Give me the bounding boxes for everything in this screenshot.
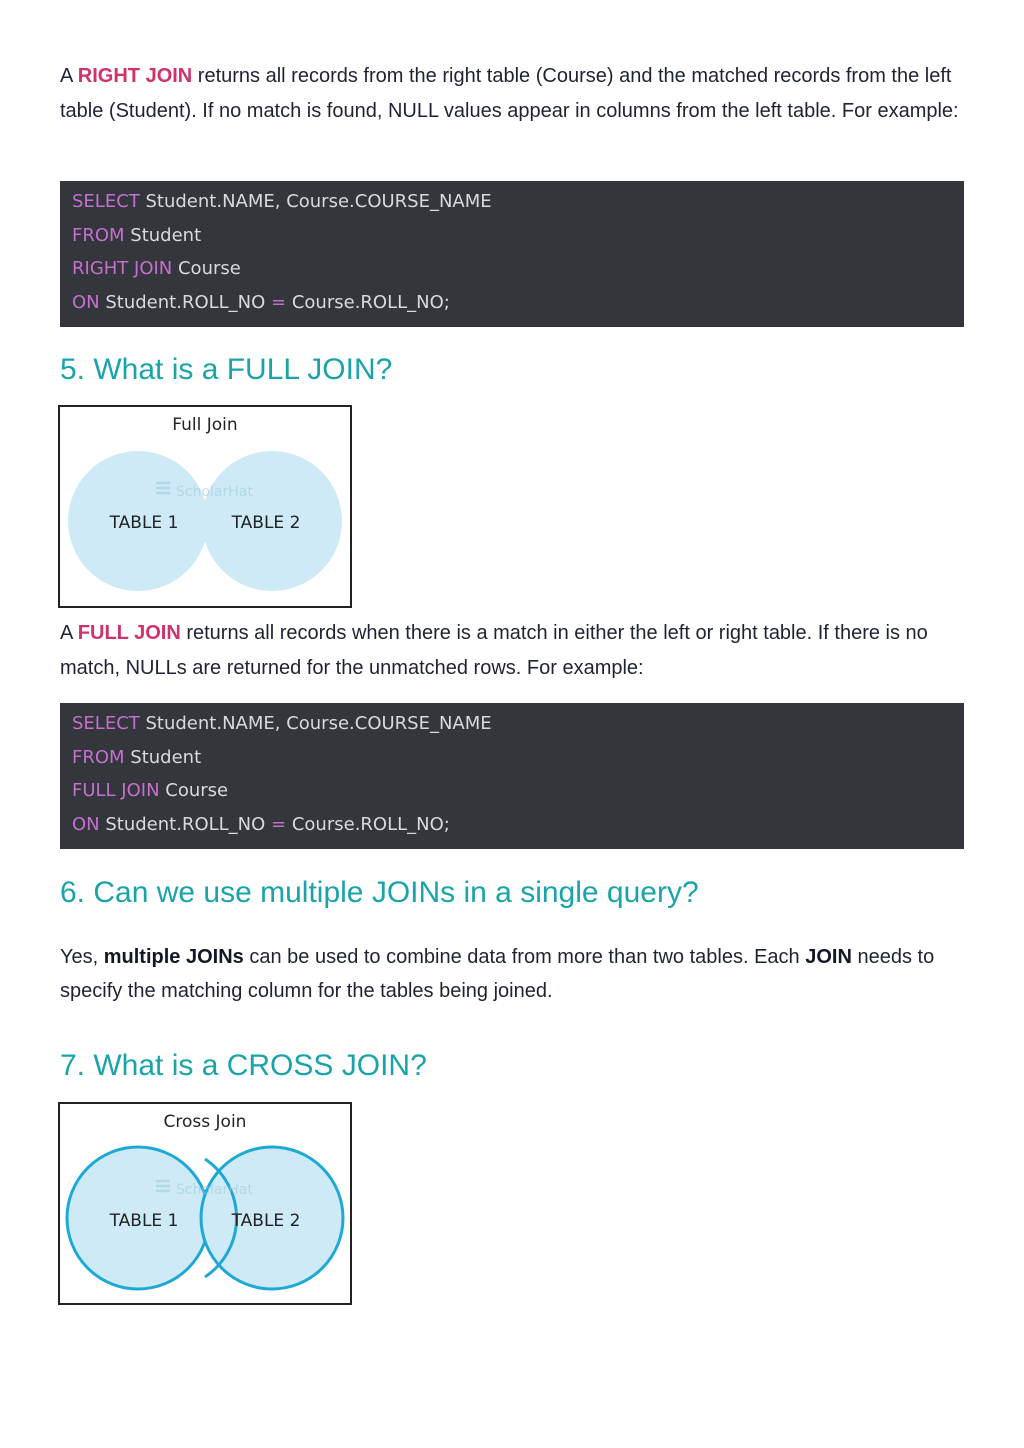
watermark-logo: ScholarHat <box>156 481 253 500</box>
left-circle <box>68 451 208 591</box>
full-join-diagram: Full Join ScholarHat TABLE 1 TABLE 2 <box>58 405 352 608</box>
watermark-text: ScholarHat <box>176 1182 253 1198</box>
code-line: FROM Student <box>72 224 202 246</box>
right-table-label: TABLE 2 <box>231 1211 301 1231</box>
code-line: ON Student.ROLL_NO = Course.ROLL_NO; <box>72 291 450 313</box>
code-line: RIGHT JOIN Course <box>72 258 241 279</box>
full-join-highlight: FULL JOIN <box>77 622 181 644</box>
right-join-code-block: SELECT Student.NAME, Course.COURSE_NAME … <box>60 181 964 327</box>
code-line: SELECT Student.NAME, Course.COURSE_NAME <box>72 713 492 734</box>
multiple-joins-description: Yes, multiple JOINs can be used to combi… <box>60 946 935 1002</box>
cross-join-venn: Cross Join ScholarHat TABLE 1 TABLE 2 <box>65 1112 345 1291</box>
code-line: SELECT Student.NAME, Course.COURSE_NAME <box>72 191 492 212</box>
code-line: FROM Student <box>72 746 202 768</box>
code-line: FULL JOIN Course <box>72 780 229 801</box>
left-table-label: TABLE 1 <box>109 1211 179 1231</box>
right-circle <box>199 1145 345 1291</box>
code-line: ON Student.ROLL_NO = Course.ROLL_NO; <box>72 813 450 835</box>
right-circle <box>202 451 342 591</box>
diagram-title: Full Join <box>172 415 237 435</box>
right-join-description: A RIGHT JOIN returns all records from th… <box>60 65 959 122</box>
diagram-title: Cross Join <box>164 1112 247 1132</box>
left-table-label: TABLE 1 <box>109 513 179 533</box>
right-table-label: TABLE 2 <box>231 513 301 533</box>
left-circle-overlap-edge <box>204 1157 239 1279</box>
cross-join-heading: 7. What is a CROSS JOIN? <box>60 1049 427 1082</box>
full-join-description: A FULL JOIN returns all records when the… <box>60 622 928 679</box>
full-join-heading: 5. What is a FULL JOIN? <box>60 353 393 386</box>
watermark-logo: ScholarHat <box>156 1179 253 1198</box>
watermark-icon <box>156 1179 170 1193</box>
right-join-highlight: RIGHT JOIN <box>77 65 193 87</box>
watermark-text: ScholarHat <box>176 484 253 500</box>
watermark-icon <box>156 481 170 495</box>
full-join-code-block: SELECT Student.NAME, Course.COURSE_NAME … <box>60 703 964 849</box>
multiple-joins-heading: 6. Can we use multiple JOINs in a single… <box>60 876 699 909</box>
cross-join-diagram: Cross Join ScholarHat TABLE 1 TABLE 2 <box>58 1102 352 1305</box>
full-join-venn: Full Join ScholarHat TABLE 1 TABLE 2 <box>68 415 342 591</box>
